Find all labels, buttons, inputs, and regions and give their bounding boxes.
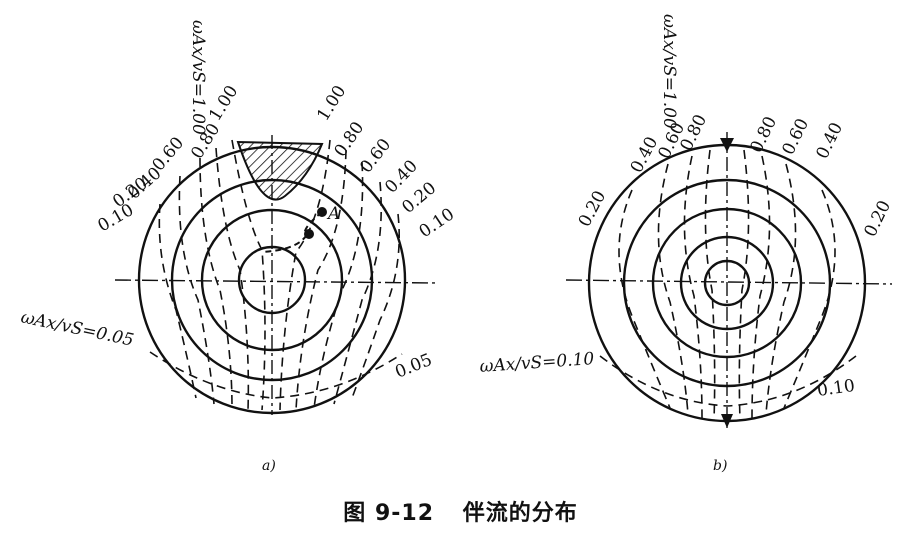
panel-b-right-label-040: 0.40 (813, 119, 848, 162)
figure-caption: 图 9-12 伴流的分布 (0, 495, 921, 527)
panel-a-contour-020-right (333, 181, 382, 405)
panel-b-bottom-label: ωAx/vS=0.10 (479, 349, 595, 377)
panel-a-point-label: A (326, 204, 340, 224)
panel-b-right-label-060: 0.60 (779, 115, 814, 158)
panel-b-bottom-marker (721, 414, 733, 428)
panel-b-left-label-020: 0.20 (575, 188, 610, 231)
panel-a-contour-080-right (279, 139, 331, 411)
panel-b-contour-020-left (618, 189, 671, 409)
panel-b-right-label-080: 0.80 (747, 113, 782, 156)
panel-a-contour-060-left (215, 147, 250, 411)
panel-b-axis-label: ωAx/vS=1.00 (659, 14, 679, 129)
panel-b-contour-080-right (738, 149, 750, 421)
panel-a-axis-label: ωAx/vS=1.00 (188, 20, 208, 135)
panel-b: ωAx/vS=1.00 0.80 0.60 0.40 0.20 0.80 0.6… (479, 14, 895, 474)
panel-a-sublabel: a) (262, 458, 276, 474)
panel-a-contour-040-right (313, 161, 364, 409)
panel-a-contour-005 (149, 351, 403, 399)
panel-b-sublabel: b) (713, 458, 727, 474)
panel-a-contours (149, 139, 403, 411)
panel-b-contour-020-right (783, 189, 836, 409)
panel-a-horizontal-axis (114, 279, 439, 284)
panel-a-right-label-080: 0.80 (331, 118, 369, 161)
panel-a-right-label-100: 1.00 (313, 82, 350, 125)
panel-a-axes (114, 135, 439, 415)
panel-a-right-label-010: 0.10 (416, 204, 459, 242)
panel-b-right-bottom-label: 0.10 (816, 376, 856, 401)
panel-b-axes (565, 132, 893, 430)
panel-a-bottom-label: ωAx/vS=0.05 (19, 307, 135, 350)
panel-b-contour-080-left (704, 149, 716, 421)
panel-b-contour-010 (599, 355, 857, 407)
panel-a-contour-060-right (295, 149, 347, 411)
panel-a: A ωAx/vS=1.00 1.00 0.80 0.60 0.40 0.20 0… (19, 20, 458, 474)
panel-a-contour-010-left (158, 203, 197, 399)
figure-caption-title: 伴流的分布 (462, 501, 578, 526)
panel-b-right-label-020: 0.20 (861, 197, 896, 240)
panel-b-contour-040-right (765, 163, 797, 415)
figure-caption-number: 图 9-12 (343, 501, 435, 526)
panel-a-contour-040-left (199, 157, 233, 409)
panel-a-point-a-marker (261, 207, 327, 253)
panel-b-contour-040-left (657, 163, 689, 415)
panel-b-top-marker (720, 138, 734, 152)
panel-b-contours (599, 149, 857, 421)
panel-a-contour-010-right (351, 213, 400, 399)
panel-a-contour-020-left (178, 175, 215, 405)
panel-a-contour-080-left (231, 139, 266, 411)
panel-a-left-label-100: 1.00 (205, 82, 242, 125)
panel-b-contour-060-right (751, 155, 771, 419)
panel-b-horizontal-axis (565, 279, 893, 285)
panel-b-contour-060-left (683, 155, 703, 419)
panel-a-right-bottom-label: 0.05 (392, 350, 435, 383)
panel-a-hatched-region (236, 140, 324, 201)
